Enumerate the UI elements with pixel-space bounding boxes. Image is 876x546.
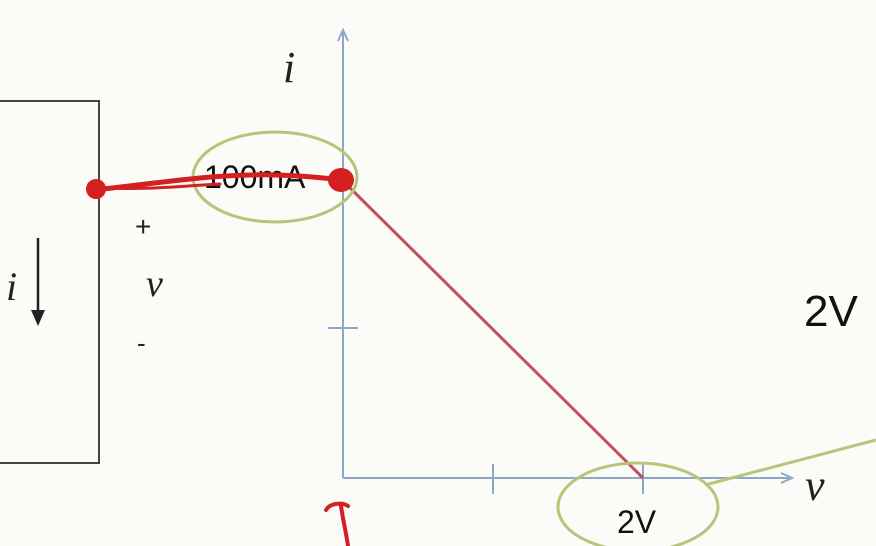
current-label: i bbox=[6, 264, 17, 309]
y-axis bbox=[328, 30, 358, 478]
device-box bbox=[0, 100, 100, 464]
current-arrow bbox=[31, 238, 45, 326]
annotation-pointer-line bbox=[704, 438, 876, 487]
y-axis-label: i bbox=[283, 43, 295, 92]
red-ink-mark bbox=[324, 501, 350, 546]
plus-sign: + bbox=[135, 211, 151, 242]
minus-sign: - bbox=[137, 328, 146, 358]
terminal-dot bbox=[86, 179, 106, 199]
red-ink-connection bbox=[86, 168, 354, 546]
x-intercept-label: 2V bbox=[617, 504, 657, 540]
side-label: 2V bbox=[804, 287, 858, 336]
x-axis bbox=[343, 464, 792, 494]
iv-characteristic-line bbox=[341, 179, 645, 480]
x-axis-label: v bbox=[805, 461, 825, 510]
intercept-dot bbox=[328, 168, 354, 192]
x-intercept-ellipse bbox=[556, 461, 720, 546]
voltage-label: v bbox=[146, 263, 163, 305]
